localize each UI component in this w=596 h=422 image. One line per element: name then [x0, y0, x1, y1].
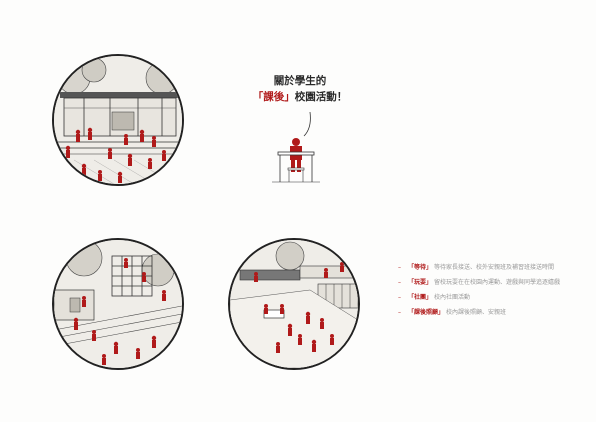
legend-key: 「玩耍」	[408, 279, 433, 286]
heading-line1: 關於學生的	[273, 75, 327, 87]
legend-dash: –	[398, 279, 401, 286]
legend-key: 「課後照顧」	[408, 309, 445, 316]
legend-item-club: – 「社團」 校內社團活動	[398, 294, 588, 302]
legend-dash: –	[398, 264, 401, 271]
legend-item-aftercare: – 「課後照顧」 校內課後照顧、安親班	[398, 309, 588, 317]
legend-key: 「社團」	[408, 294, 433, 301]
legend-item-waiting: – 「等待」 等待家長接送、校外安親班及補習班接送時間	[398, 264, 588, 272]
heading-accent: 「課後」	[252, 91, 295, 103]
legend-key: 「等待」	[408, 264, 433, 271]
illustration-waiting	[52, 54, 184, 186]
legend-desc: 留校玩耍在在校園內運動、遊戲與同學追逐嬉戲	[434, 279, 561, 286]
legend-item-play: – 「玩耍」 留校玩耍在在校園內運動、遊戲與同學追逐嬉戲	[398, 279, 588, 287]
legend-desc: 校內社團活動	[434, 294, 471, 301]
illustration-play	[52, 238, 184, 370]
heading-line2: 「課後」校園活動！	[230, 89, 370, 105]
legend-desc: 校內課後照顧、安親班	[446, 309, 507, 316]
legend-dash: –	[398, 294, 401, 301]
student-desk-illustration	[266, 110, 326, 190]
heading-rest: 校園活動！	[294, 91, 348, 103]
legend-desc: 等待家長接送、校外安親班及補習班接送時間	[434, 264, 555, 271]
legend-dash: –	[398, 309, 401, 316]
illustration-club	[228, 238, 360, 370]
heading: 關於學生的 「課後」校園活動！	[230, 73, 370, 105]
legend: – 「等待」 等待家長接送、校外安親班及補習班接送時間 – 「玩耍」 留校玩耍在…	[398, 264, 588, 324]
